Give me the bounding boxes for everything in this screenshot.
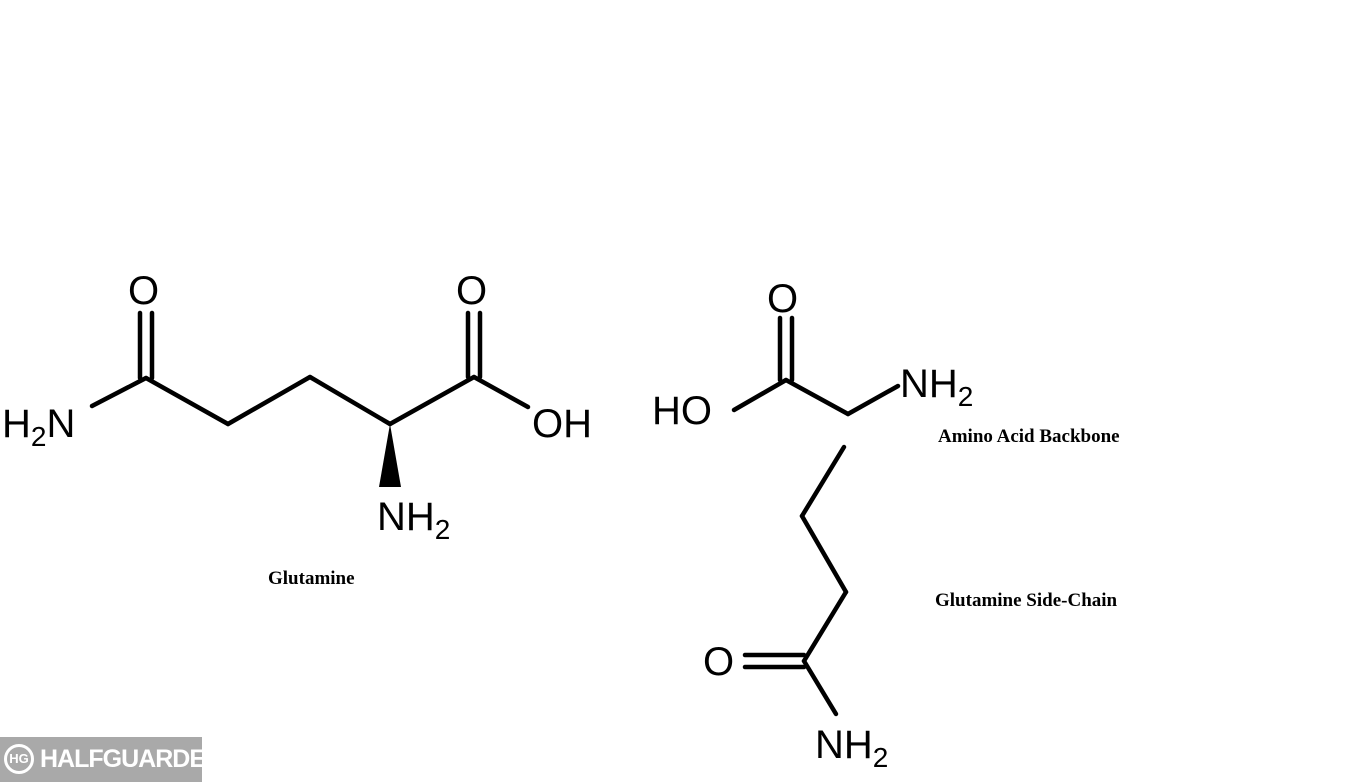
atom-backbone-amine: NH2 [900,362,973,412]
atom-side-chain-amine: NH2 [815,723,888,773]
bond-calpha-n [845,383,901,417]
bond-c4-c3 [225,374,313,427]
hg-logo-icon: HG [4,744,34,774]
backbone-structure: O HO NH2 Amino Acid Backbone [652,277,1120,447]
bond-c-calpha [783,377,851,417]
halfguarded-watermark-logo: HG HALFGUARDED.com [0,737,270,782]
atom-amide-nitrogen: H2N [2,402,75,452]
bond-sc-1 [799,444,847,519]
caption-amino-acid-backbone: Amino Acid Backbone [938,426,1120,447]
atom-backbone-oxygen: O [767,277,798,321]
watermark-tld: .com [222,747,270,772]
caption-glutamine: Glutamine [268,568,355,589]
side-chain-structure: O NH2 Glutamine Side-Chain [703,444,1118,773]
bond-n-c5 [89,375,149,409]
bond-sc-3 [801,589,849,664]
bond-c2-c1 [387,374,477,427]
atom-backbone-hydroxyl: HO [652,389,712,433]
watermark-text: HALFGUARDED.com [40,743,270,776]
bond-c5-c4 [143,375,231,427]
caption-glutamine-side-chain: Glutamine Side-Chain [935,590,1118,611]
atom-alpha-amine: NH2 [377,495,450,545]
atom-acid-oxygen: O [456,269,487,313]
bond-ho-c [731,377,789,413]
glutamine-structure: O O H2N OH NH2 Glutamine [2,269,592,589]
bond-c1-oh [471,374,531,410]
atom-side-chain-oxygen: O [703,640,734,684]
bond-sc-c-n [801,658,839,717]
atom-amide-oxygen: O [128,269,159,313]
bond-sc-2 [799,513,849,595]
bond-c3-c2 [307,374,393,427]
watermark-brand: HALFGUARDED [40,745,223,773]
atom-acid-hydroxyl: OH [532,402,592,446]
wedge-bond-alpha-amine [379,424,401,487]
